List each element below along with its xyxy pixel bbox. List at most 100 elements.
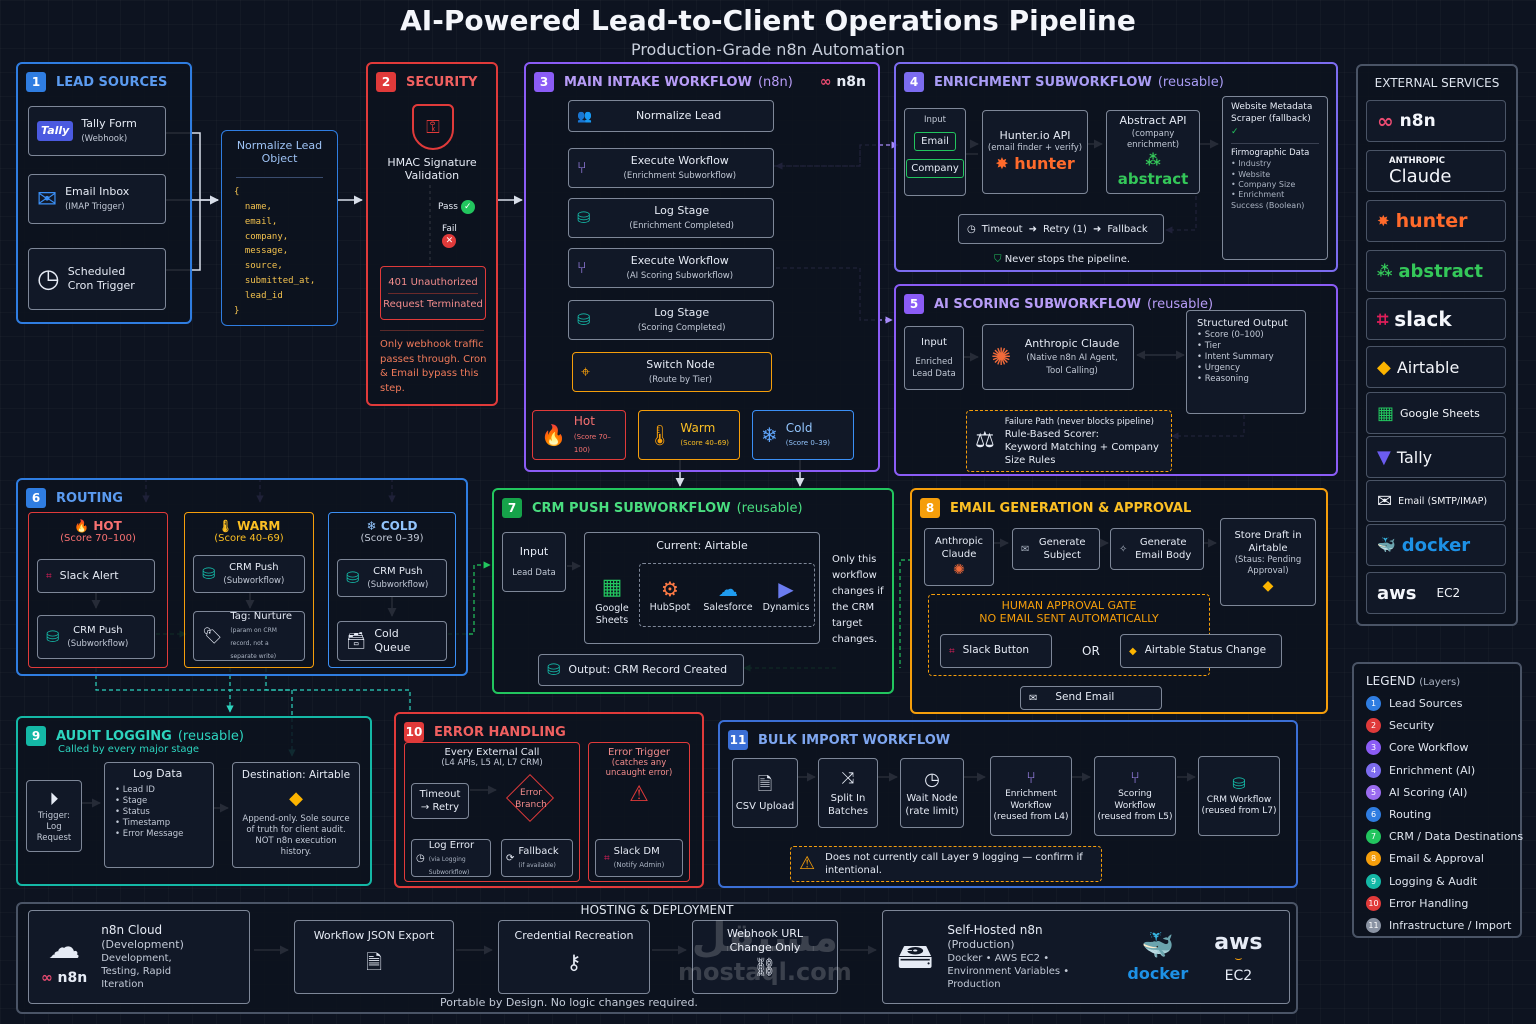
- failure-path-node[interactable]: ⚖ Failure Path (never blocks pipeline)Ru…: [966, 410, 1172, 472]
- log-data-node: Log Data • Lead ID • Stage • Status • Ti…: [104, 762, 214, 868]
- bulk-enrichment-node[interactable]: ⑂Enrichment Workflow(reused from L4): [990, 756, 1072, 836]
- google-sheets-target[interactable]: ▦Google Sheets: [595, 575, 629, 627]
- legend-label: Infrastructure / Import: [1389, 919, 1512, 932]
- log-scoring-step[interactable]: ⛁Log Stage(Scoring Completed): [568, 300, 774, 340]
- timeout-retry-fallback[interactable]: ◷Timeout➜Retry (1)➜Fallback: [958, 214, 1164, 244]
- database-icon: ⛁: [547, 660, 561, 679]
- lead-object-code: { name, email, company, message, source,…: [234, 187, 316, 316]
- crm-targets: Current: Airtable ▦Google Sheets ⚙HubSpo…: [584, 532, 820, 644]
- warm-crm-push-node[interactable]: ⛁CRM Push(Subworkflow): [193, 555, 305, 593]
- hunter-logo-icon: ✸: [1377, 212, 1390, 230]
- cold-crm-push-node[interactable]: ⛁CRM Push(Subworkflow): [337, 559, 447, 597]
- log-trigger-node[interactable]: ⏵Trigger:Log Request: [26, 780, 82, 852]
- refresh-icon: ⟳: [506, 852, 515, 864]
- slack-button-node[interactable]: ⌗Slack Button: [940, 634, 1052, 668]
- external-call-group: Every External Call (L4 APIs, L5 AI, L7 …: [404, 742, 580, 882]
- anthropic-claude-node[interactable]: ✺ Anthropic Claude(Native n8n AI Agent, …: [982, 324, 1134, 390]
- bulk-scoring-node[interactable]: ⑂Scoring Workflow(reused from L5): [1094, 756, 1176, 836]
- arrow-right-icon: ➜: [1028, 223, 1037, 235]
- credential-recreation-node[interactable]: Credential Recreation⚷: [498, 920, 650, 994]
- panel-legend: LEGEND (Layers): [1352, 662, 1522, 938]
- store-draft-node[interactable]: Store Draft in Airtable(Staus: Pending A…: [1220, 518, 1316, 606]
- csv-upload-node[interactable]: 🗎CSV Upload: [732, 758, 798, 828]
- clock-icon: ◷: [924, 769, 940, 791]
- scoring-input: Input Enriched Lead Data: [904, 326, 964, 390]
- company-field[interactable]: Company: [906, 159, 964, 179]
- normalize-lead-step[interactable]: 👥Normalize Lead: [568, 100, 774, 132]
- switch-node[interactable]: ⌖Switch Node(Route by Tier): [572, 352, 772, 392]
- tier-cold[interactable]: ❄Cold(Score 0–39): [752, 410, 854, 460]
- email-inbox-node[interactable]: ✉ Email Inbox(IMAP Trigger): [28, 174, 166, 224]
- split-batches-node[interactable]: ⤨Split In Batches: [818, 758, 878, 828]
- tally-form-node[interactable]: Tally Tally Form(Webhook): [28, 106, 166, 156]
- panel-hosting-deployment: HOSTING & DEPLOYMENT ☁∞ n8n n8n Cloud(De…: [16, 902, 1298, 1014]
- switch-icon: ⌖: [581, 362, 591, 381]
- log-destination-node: Destination: Airtable ◆ Append-only. Sol…: [232, 762, 360, 868]
- airtable-icon: ◆: [1377, 356, 1391, 378]
- generate-body-node[interactable]: ✧Generate Email Body: [1110, 528, 1204, 570]
- email-field[interactable]: Email: [914, 132, 956, 152]
- slack-icon: ⌗: [1377, 307, 1389, 331]
- cross-icon: ✕: [442, 234, 457, 248]
- inbox-tray-icon: 🗃: [346, 631, 367, 650]
- page-title: AI-Powered Lead-to-Client Operations Pip…: [400, 4, 1136, 37]
- self-hosted-node: 🖴 Self-Hosted n8n(Production)Docker • AW…: [882, 910, 1290, 1004]
- key-icon: ⚷: [566, 950, 582, 975]
- tier-hot[interactable]: 🔥Hot(Score 70–100): [532, 410, 626, 460]
- cold-queue-node[interactable]: 🗃Cold Queue: [337, 621, 447, 661]
- hubspot-target[interactable]: ⚙HubSpot: [649, 576, 691, 613]
- json-export-node[interactable]: Workflow JSON Export🗎: [294, 920, 454, 994]
- execute-scoring-step[interactable]: ⑂Execute Workflow(AI Scoring Subworkflow…: [568, 248, 774, 288]
- database-icon: ⛁: [46, 627, 60, 646]
- email-claude-node[interactable]: Anthropic Claude✺: [924, 528, 994, 586]
- legend-number-badge: 5: [1366, 784, 1381, 800]
- log-error-node[interactable]: ◷Log Error(via Logging Subworkflow): [411, 839, 491, 877]
- bulk-crm-node[interactable]: ⛁CRM Workflow(reused from L7): [1198, 756, 1280, 836]
- fallback-node[interactable]: ⟳Fallback(if available): [501, 839, 573, 877]
- wait-node[interactable]: ◷Wait Node(rate limit): [900, 758, 964, 828]
- slack-alert-node[interactable]: ⌗Slack Alert: [37, 559, 155, 593]
- slack-icon: ⌗: [949, 645, 955, 657]
- metadata-scraper-node[interactable]: Website Metadata Scraper (fallback) ✓ Fi…: [1222, 96, 1328, 260]
- webhook-change-node[interactable]: Webhook URL Change Only⛓: [692, 920, 838, 994]
- tag-nurture-node[interactable]: 🏷Tag: Nurture(param on CRM record, not a…: [193, 611, 305, 661]
- error-branch-node[interactable]: Error Branch: [505, 773, 557, 823]
- hunter-logo-icon: ✸: [995, 154, 1009, 174]
- airtable-status-node[interactable]: ◆Airtable Status Change: [1120, 634, 1282, 668]
- unauthorized-node[interactable]: 401 Unauthorized Request Terminated: [380, 266, 486, 320]
- database-icon: ⛁: [346, 568, 360, 587]
- slack-dm-node[interactable]: ⌗Slack DM(Notify Admin): [595, 839, 683, 877]
- hunter-api-node[interactable]: Hunter.io API (email finder + verify) ✸ …: [982, 110, 1088, 194]
- tag-icon: 🏷: [202, 626, 223, 645]
- watermark: مستقل mostaql.com: [678, 915, 852, 986]
- link-icon: ⛓: [753, 956, 777, 978]
- execute-enrichment-step[interactable]: ⑂Execute Workflow(Enrichment Subworkflow…: [568, 148, 774, 188]
- dynamics-target[interactable]: ▶Dynamics: [762, 576, 810, 613]
- log-enrichment-step[interactable]: ⛁Log Stage(Enrichment Completed): [568, 198, 774, 238]
- send-email-node[interactable]: ✉Send Email: [1020, 686, 1162, 710]
- database-icon: ⛁: [577, 208, 591, 227]
- envelope-icon: ✉: [1029, 692, 1038, 704]
- tally-logo-icon: Tally: [37, 120, 74, 142]
- abstract-api-node[interactable]: Abstract API (company enrichment) ⁂ abst…: [1106, 110, 1200, 194]
- hot-crm-push-node[interactable]: ⛁CRM Push(Subworkflow): [37, 615, 155, 659]
- aws-smile-icon: ⌣: [1234, 951, 1243, 966]
- claude-icon: ✺: [953, 561, 965, 578]
- salesforce-target[interactable]: ☁Salesforce: [703, 576, 753, 613]
- generate-subject-node[interactable]: ✉Generate Subject: [1012, 528, 1100, 570]
- flame-icon: 🔥: [541, 423, 566, 447]
- legend-number-badge: 2: [1366, 718, 1381, 734]
- server-icon: 🖴: [897, 935, 934, 977]
- tier-warm[interactable]: 🌡Warm(Score 40–69): [638, 410, 740, 460]
- timeout-retry-node[interactable]: Timeout→ Retry: [411, 783, 469, 819]
